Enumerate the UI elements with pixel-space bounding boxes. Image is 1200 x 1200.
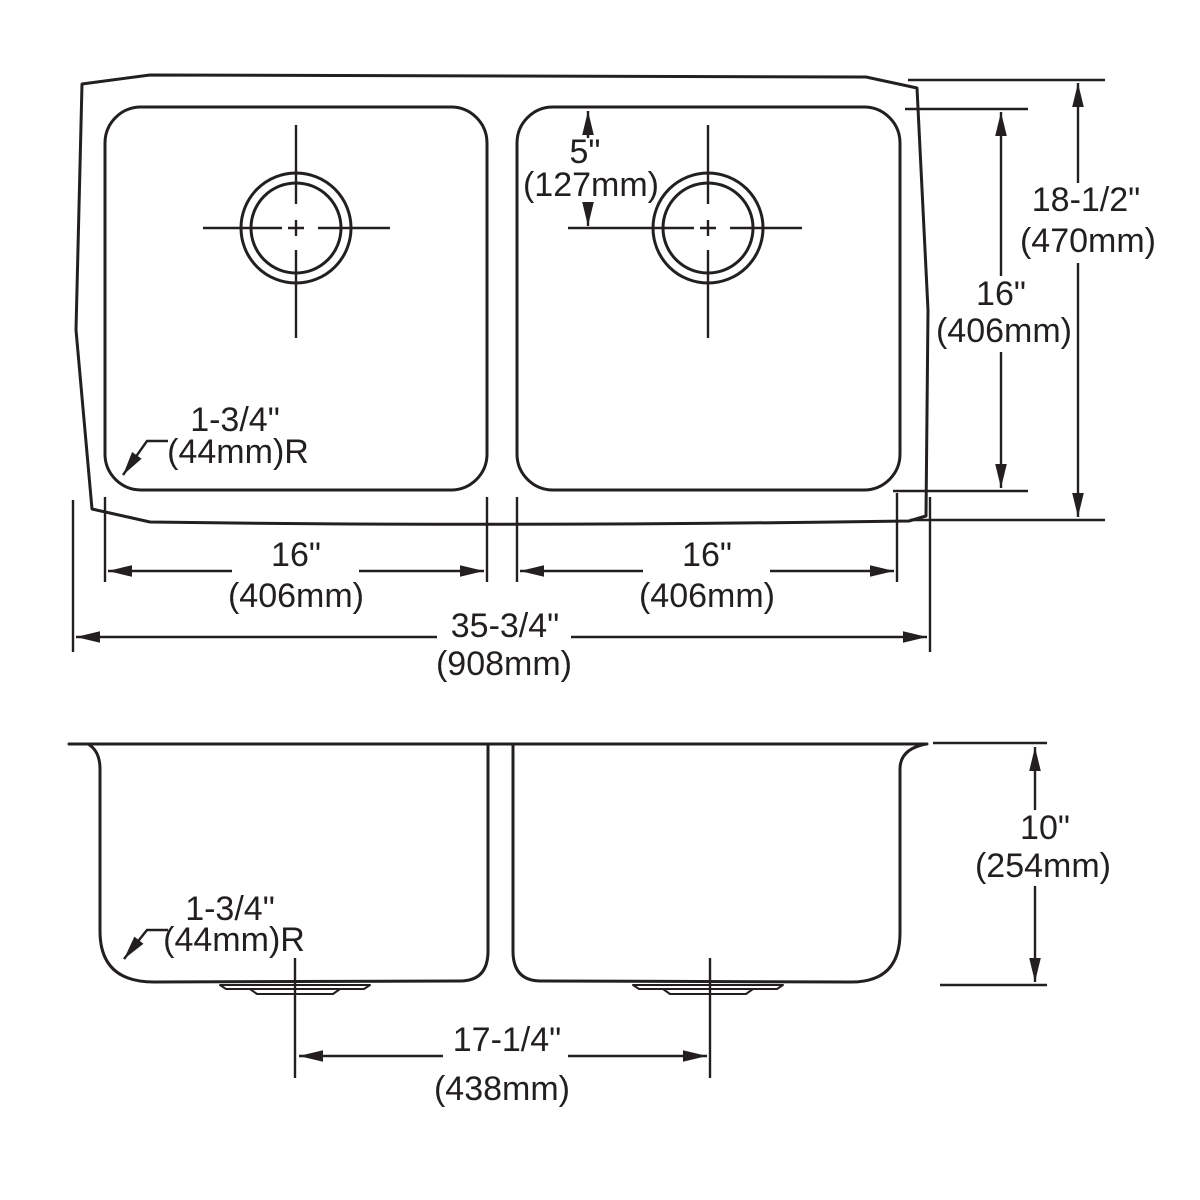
top-radius-inches-label: 1-3/4" [190, 401, 280, 439]
side-view-left-bowl-profile [86, 742, 490, 984]
left-drain-flange [219, 984, 371, 995]
right-bowl-metric-label: (406mm) [639, 577, 775, 615]
dim-right-bowl-width: 16" (406mm) [515, 493, 899, 615]
bowl-ftb-metric-label: (406mm) [936, 312, 1072, 350]
side-radius-leader-arrow [123, 928, 168, 960]
dim-overall-width: 35-3/4" (908mm) [71, 497, 932, 683]
overall-width-metric-label: (908mm) [436, 645, 572, 683]
dim-overall-front-to-back: 18-1/2" (470mm) [908, 78, 1156, 522]
top-view: 5" (127mm) 16" (406mm) 18-1/2" (470mm) 1… [71, 73, 1156, 683]
top-radius-leader-arrow [122, 439, 168, 476]
overall-width-inches-label: 35-3/4" [451, 607, 559, 645]
side-view: 1-3/4" (44mm)R 10" (254mm) 17-1/4" (438m… [67, 741, 1111, 1108]
drain-spacing-metric-label: (438mm) [434, 1070, 570, 1108]
dim-drain-spacing: 17-1/4" (438mm) [299, 1021, 707, 1108]
callout-side-corner-radius: 1-3/4" (44mm)R [123, 890, 305, 960]
top-view-right-bowl [515, 105, 902, 492]
side-radius-inches-label: 1-3/4" [185, 890, 275, 928]
overall-ftb-metric-label: (470mm) [1020, 222, 1156, 260]
dim-bowl-front-to-back: 16" (406mm) [893, 107, 1072, 493]
faucet-offset-metric-label: (127mm) [523, 166, 659, 204]
side-view-right-bowl-profile [511, 742, 928, 984]
bowl-ftb-inches-label: 16" [976, 275, 1026, 313]
faucet-offset-inches-label: 5" [570, 133, 601, 171]
top-radius-metric-label: (44mm)R [167, 433, 309, 471]
dim-faucet-offset: 5" (127mm) [523, 111, 659, 226]
bowl-depth-inches-label: 10" [1020, 809, 1070, 847]
drain-spacing-inches-label: 17-1/4" [453, 1021, 561, 1059]
dim-left-bowl-width: 16" (406mm) [103, 497, 489, 615]
side-radius-metric-label: (44mm)R [163, 921, 305, 959]
left-bowl-inches-label: 16" [271, 536, 321, 574]
dim-bowl-depth: 10" (254mm) [933, 741, 1111, 987]
top-view-rim-outline [74, 73, 930, 526]
top-view-left-bowl [103, 105, 489, 492]
left-bowl-metric-label: (406mm) [228, 577, 364, 615]
callout-top-corner-radius: 1-3/4" (44mm)R [122, 401, 309, 476]
right-bowl-inches-label: 16" [682, 536, 732, 574]
bowl-depth-metric-label: (254mm) [975, 847, 1111, 885]
overall-ftb-inches-label: 18-1/2" [1032, 181, 1140, 219]
right-drain-flange [632, 984, 784, 995]
